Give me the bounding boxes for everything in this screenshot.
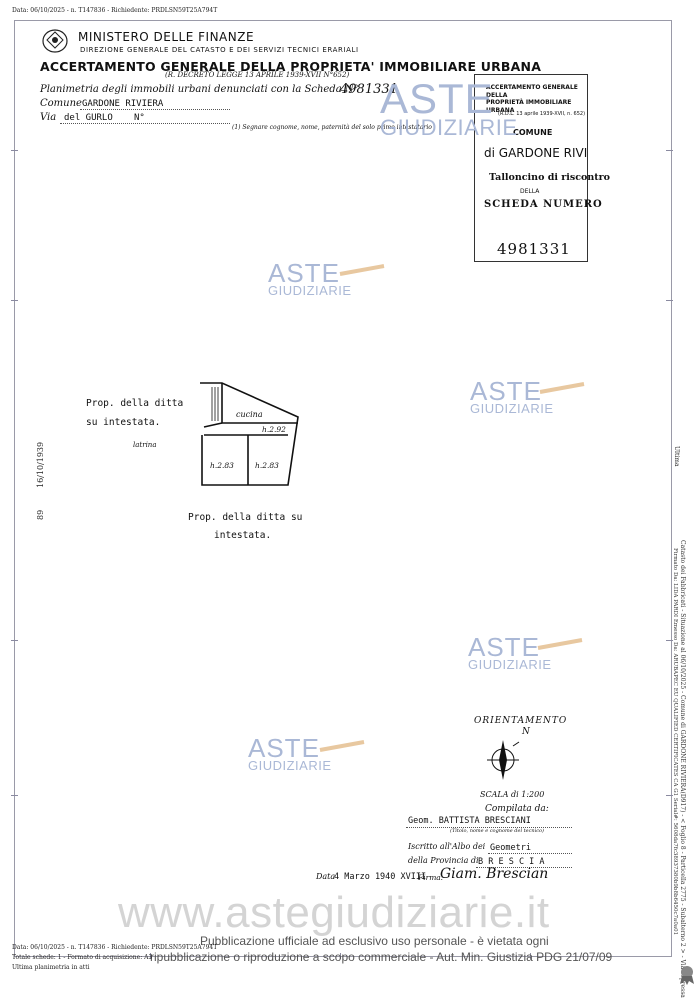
signature: Giam. Brescian: [440, 866, 549, 882]
compass-icon: [487, 740, 520, 780]
frame-tick: [530, 953, 531, 959]
prop-ditta-2-line1: Prop. della ditta su: [188, 512, 303, 523]
prop-ditta-2-line2: intestata.: [214, 530, 272, 541]
frame-tick: [11, 640, 18, 641]
publication-notice-line2: ripubblicazione o riproduzione a scopo c…: [150, 950, 613, 964]
scala-label: SCALA di 1:200: [480, 790, 545, 799]
stamp-line1: ACCERTAMENTO GENERALE DELLA: [486, 84, 578, 99]
comune-value: GARDONE RIVIERA: [82, 99, 164, 109]
compiler-underline: [406, 827, 572, 828]
via-number-label: N°: [134, 113, 145, 123]
north-label: N: [522, 727, 530, 737]
floor-plan-drawing: [200, 382, 299, 486]
height-label: h.2.83: [210, 461, 234, 470]
frame-tick: [11, 795, 18, 796]
comune-label: Comune: [40, 98, 82, 109]
watermark-giudiziarie-text: GIUDIZIARIE: [268, 283, 352, 299]
provincia-label: della Provincia di: [408, 856, 479, 865]
stamp-comune-label: COMUNE: [513, 128, 553, 137]
watermark-giudiziarie-text: GIUDIZIARIE: [380, 114, 518, 140]
frame-tick: [11, 300, 18, 301]
gavel-icon: [319, 740, 365, 752]
stamp-scheda: SCHEDA NUMERO: [484, 199, 603, 210]
via-value: del GURLO: [64, 113, 113, 123]
stamp-talloncino: Talloncino di riscontro: [489, 172, 610, 183]
watermark-aste-text: ASTE: [470, 376, 542, 406]
emblem-icon: [42, 29, 68, 53]
decree-line: (R. DECRETO LEGGE 13 APRILE 1939-XVII N°…: [165, 71, 350, 79]
via-label: Via: [40, 112, 57, 123]
aste-watermark: ASTE GIUDIZIARIE: [268, 258, 352, 299]
right-vertical-catasto: Catasto dei Fabbricati - Situazione al 0…: [679, 540, 686, 998]
watermark-giudiziarie-text: GIUDIZIARIE: [470, 401, 554, 417]
gavel-icon: [339, 264, 385, 276]
aste-watermark: ASTE GIUDIZIARIE: [470, 376, 554, 417]
frame-tick: [150, 953, 151, 959]
latrina-label: latrina: [133, 441, 157, 449]
ministry-name: MINISTERO DELLE FINANZE: [78, 30, 255, 44]
frame-tick: [340, 953, 341, 959]
gavel-icon: [537, 638, 583, 650]
provincia-value: B R E S C I A: [478, 857, 545, 867]
seal-icon: [680, 966, 694, 985]
site-watermark: www.astegiudiziarie.it: [118, 888, 550, 937]
aste-watermark: ASTE GIUDIZIARIE: [380, 75, 518, 140]
right-margin-id: Ultima: [673, 446, 680, 467]
left-margin-number: 89: [36, 509, 45, 520]
iscritto-label: Iscritto all'Albo dei: [408, 842, 486, 851]
aste-watermark: ASTE GIUDIZIARIE: [468, 632, 552, 673]
watermark-giudiziarie-text: GIUDIZIARIE: [248, 758, 332, 774]
provincia-underline: [476, 867, 572, 868]
via-underline: [60, 123, 230, 124]
data-label: Data: [316, 872, 336, 881]
iscritto-underline: [488, 853, 572, 854]
comune-underline: [80, 109, 230, 110]
header-top-info: Data: 06/10/2025 - n. T147836 - Richiede…: [12, 7, 218, 14]
direction-name: DIREZIONE GENERALE DEL CATASTO E DEI SER…: [80, 46, 359, 54]
frame-tick: [11, 150, 18, 151]
frame-tick: [666, 795, 673, 796]
footer-info-2: Totale schede: 1 - Formato di acquisizio…: [12, 954, 152, 961]
planimetry-label: Planimetria degli immobili urbani denunc…: [40, 84, 359, 95]
stamp-decree: (R.D.L. 13 aprile 1939-XVII, n. 652): [498, 111, 586, 117]
stamp-line2: PROPRIETÀ IMMOBILIARE URBANA: [486, 99, 572, 114]
publication-notice-line1: Pubblicazione ufficiale ad esclusivo uso…: [200, 934, 549, 948]
height-label: h.2.83: [255, 461, 279, 470]
prop-ditta-1-line1: Prop. della ditta: [86, 398, 184, 409]
prop-ditta-1-line2: su intestata.: [86, 417, 161, 428]
height-label: h.2.92: [262, 425, 286, 434]
iscritto-value: Geometri: [490, 843, 531, 853]
document-title: ACCERTAMENTO GENERALE DELLA PROPRIETA' I…: [40, 59, 542, 74]
stamp-comune-value: di GARDONE RIVI: [484, 146, 588, 160]
watermark-aste-text: ASTE: [248, 733, 320, 763]
cucina-label: cucina: [236, 410, 263, 419]
watermark-giudiziarie-text: GIUDIZIARIE: [468, 657, 552, 673]
firma-label: Firma:: [418, 873, 444, 882]
orientamento-label: ORIENTAMENTO: [474, 716, 568, 726]
compiler-note: (Titolo, nome e cognome del tecnico): [450, 828, 544, 834]
footer-info-3: Ultima planimetria in atti: [12, 964, 90, 971]
frame-tick: [666, 150, 673, 151]
frame-tick: [666, 640, 673, 641]
frame-tick: [666, 300, 673, 301]
right-vertical-signature: Firmato Da: LIDA PARDI Emesso Da: ARUBAP…: [672, 548, 678, 936]
footer-info-1: Data: 06/10/2025 - n. T147836 - Richiede…: [12, 944, 218, 951]
gavel-icon: [539, 382, 585, 394]
stamp-number: 4981331: [497, 240, 571, 258]
aste-watermark: ASTE GIUDIZIARIE: [248, 733, 332, 774]
watermark-aste-text: ASTE: [380, 75, 494, 122]
scheda-number: 4981331: [340, 82, 398, 97]
watermark-aste-text: ASTE: [268, 258, 340, 288]
talloncino-stamp: [474, 74, 588, 262]
stamp-della: DELLA: [520, 188, 540, 195]
compiler-name: Geom. BATTISTA BRESCIANI: [408, 816, 531, 826]
stamp-header: ACCERTAMENTO GENERALE DELLA PROPRIETÀ IM…: [486, 84, 586, 114]
note-line: (1) Segnare cognome, nome, paternità del…: [232, 124, 432, 131]
page-frame: [14, 20, 672, 957]
data-value: 4 Marzo 1940 XVIII: [334, 872, 427, 882]
watermark-aste-text: ASTE: [468, 632, 540, 662]
left-margin-date: 16/10/1939: [36, 441, 45, 488]
compilata-label: Compilata da:: [485, 804, 549, 814]
